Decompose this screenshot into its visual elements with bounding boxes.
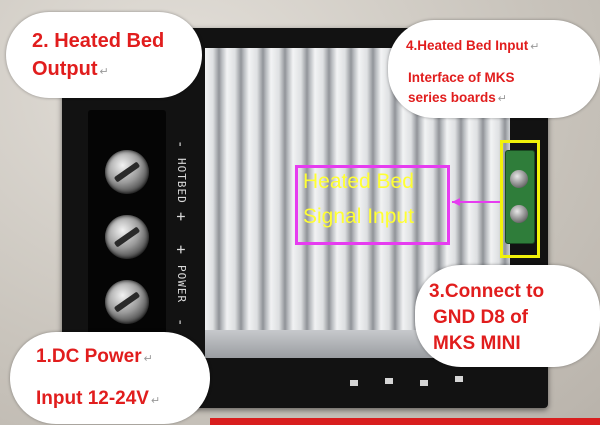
connector-screw — [510, 170, 528, 188]
silk-power: POWER — [175, 265, 188, 304]
heated-bed-input-highlight — [500, 140, 540, 258]
callout-dc-power: 1.DC Power↵ Input 12-24V↵ — [10, 332, 210, 424]
signal-label-line2: Signal Input — [303, 205, 414, 228]
silk-power-plus: + — [172, 245, 190, 256]
connector-screw — [510, 205, 528, 223]
terminal-screw — [105, 150, 149, 194]
terminal-screw — [105, 215, 149, 259]
callout-heated-bed-input: 4.Heated Bed Input↵ Interface of MKS ser… — [388, 20, 600, 118]
return-mark-icon: ↵ — [497, 93, 508, 105]
silk-hotbed: HOTBED — [175, 158, 188, 204]
return-mark-icon: ↵ — [143, 353, 153, 365]
callout-heated-bed-output: 2. Heated Bed Output↵ — [6, 12, 202, 98]
callout-connect-to: 3.Connect to GND D8 of MKS MINI — [415, 265, 600, 367]
callout-heated-bed-output-line2: Output↵ — [32, 58, 109, 80]
return-mark-icon: ↵ — [99, 66, 109, 78]
arrow-icon — [452, 198, 500, 206]
signal-connector — [505, 150, 535, 244]
terminal-screw — [105, 280, 149, 324]
callout-heated-bed-input-line1: Interface of MKS — [408, 70, 515, 85]
callout-heated-bed-input-title: 4.Heated Bed Input↵ — [406, 38, 540, 53]
signal-input-highlight — [295, 165, 450, 245]
smd-component — [385, 378, 393, 384]
signal-label-line1: Heated Bed — [303, 170, 414, 193]
return-mark-icon: ↵ — [530, 41, 540, 53]
smd-component — [455, 376, 463, 382]
callout-heated-bed-output-line1: 2. Heated Bed — [32, 30, 165, 52]
callout-connect-to-line1: 3.Connect to — [429, 281, 545, 302]
callout-connect-to-line2: GND D8 of — [433, 307, 528, 328]
silk-power-minus: - — [172, 318, 188, 328]
silk-hotbed-plus: + — [172, 212, 190, 223]
callout-heated-bed-input-line2: series boards↵ — [408, 90, 508, 105]
callout-dc-power-line1: 1.DC Power↵ — [36, 346, 153, 367]
callout-connect-to-line3: MKS MINI — [433, 333, 521, 354]
return-mark-icon: ↵ — [150, 395, 161, 407]
smd-component — [350, 380, 358, 386]
red-bottom-strip — [210, 418, 600, 425]
silk-hotbed-minus: - — [172, 140, 188, 150]
smd-component — [420, 380, 428, 386]
callout-dc-power-line2: Input 12-24V↵ — [36, 388, 161, 409]
